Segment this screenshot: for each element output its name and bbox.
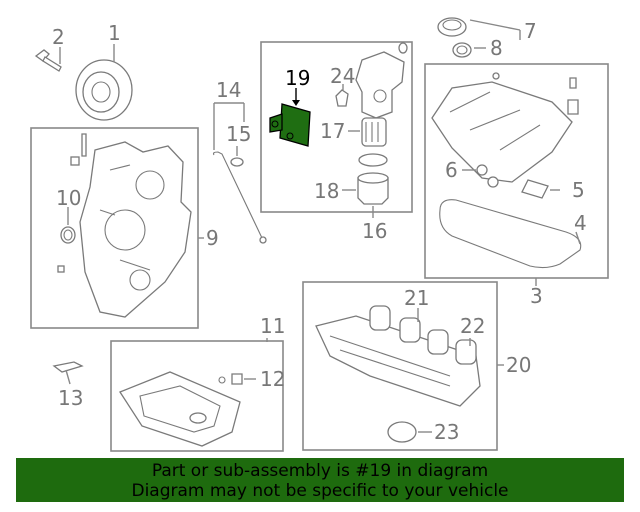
callout-10: 10 — [56, 186, 81, 210]
callout-24: 24 — [330, 64, 355, 88]
dipstick-part-14 — [212, 102, 267, 244]
callout-9: 9 — [206, 226, 219, 250]
callout-12: 12 — [260, 367, 285, 391]
crank-pulley-part-1 — [75, 44, 133, 121]
callout-13: 13 — [58, 386, 83, 410]
callout-2: 2 — [52, 25, 65, 49]
valve-cover-part-3 — [431, 72, 582, 286]
callout-17: 17 — [320, 119, 345, 143]
clip-part-13 — [52, 361, 84, 385]
front-cover-part-9 — [57, 133, 204, 318]
callout-19: 19 — [285, 66, 310, 90]
callout-21: 21 — [404, 286, 429, 310]
box-front-cover — [30, 127, 199, 329]
callout-18: 18 — [314, 179, 339, 203]
oil-filter-cap-part-18 — [342, 172, 389, 218]
oil-filter-housing-part-24 — [335, 42, 408, 119]
callout-5: 5 — [572, 178, 585, 202]
callout-22: 22 — [460, 314, 485, 338]
banner-line-2: Diagram may not be specific to your vehi… — [131, 481, 509, 501]
box-intake-manifold — [302, 281, 498, 451]
callout-20: 20 — [506, 353, 531, 377]
callout-7: 7 — [524, 19, 537, 43]
banner-line-1: Part or sub-assembly is #19 in diagram — [151, 461, 489, 481]
info-banner: Part or sub-assembly is #19 in diagram D… — [16, 458, 624, 502]
callout-16: 16 — [362, 219, 387, 243]
callout-3: 3 — [530, 284, 543, 308]
callout-8: 8 — [490, 36, 503, 60]
box-oil-filter — [260, 41, 413, 213]
box-valve-cover — [424, 63, 609, 279]
callout-4: 4 — [574, 211, 587, 235]
parts-diagram: 1 2 3 4 5 6 7 8 9 10 11 12 13 14 15 16 1… — [30, 17, 609, 452]
callout-11: 11 — [260, 314, 285, 338]
callout-15: 15 — [226, 122, 251, 146]
bolt-part-2 — [34, 47, 62, 72]
oil-cooler-part-19 — [269, 88, 311, 147]
oil-filter-part-17 — [348, 117, 388, 167]
callout-23: 23 — [434, 420, 459, 444]
callout-6: 6 — [445, 158, 458, 182]
callout-1: 1 — [108, 21, 121, 45]
box-oil-pan — [110, 340, 284, 452]
oil-pan-part-11 — [119, 338, 268, 447]
intake-manifold-part-20 — [315, 305, 504, 443]
oil-cap-part-7 — [437, 17, 521, 40]
callout-14: 14 — [216, 78, 241, 102]
seal-part-8 — [452, 42, 486, 58]
